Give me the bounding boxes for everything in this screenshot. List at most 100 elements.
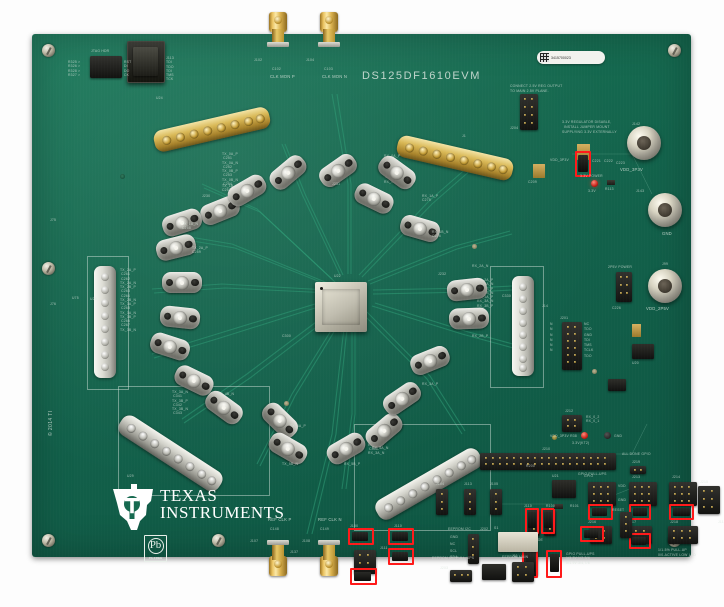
jumper-3v3-reg-disable[interactable] — [578, 155, 588, 172]
sma-clk-mon-p[interactable] — [267, 12, 289, 47]
silk-j105b: J105 — [490, 482, 499, 486]
eeprom-i2c-header[interactable] — [468, 534, 479, 564]
smp-tx-3a[interactable] — [159, 304, 201, 331]
hdr-pin — [604, 463, 607, 466]
i2c-header-1[interactable] — [436, 489, 448, 515]
header-j212[interactable] — [562, 415, 582, 432]
conn-pin — [229, 118, 241, 130]
smp-tx-1b[interactable] — [159, 206, 205, 239]
smp-rx-3b[interactable] — [446, 276, 488, 303]
sma-ref-clk-p[interactable] — [267, 540, 289, 576]
smp-rx-3a[interactable] — [448, 307, 490, 330]
header-right-2p5v[interactable] — [616, 272, 632, 302]
conn-pin — [486, 161, 497, 172]
sma-leg — [323, 544, 335, 560]
gpio-header-bank2[interactable] — [629, 482, 657, 506]
jtag-aux-header[interactable] — [90, 56, 122, 78]
i2c-header-3[interactable] — [490, 489, 502, 515]
hdr-pin — [524, 122, 527, 125]
conn-pin — [101, 273, 109, 281]
silk-c226: C226 — [612, 306, 621, 310]
smp-tx-0a[interactable] — [265, 151, 311, 194]
silk-c222: C222 — [604, 159, 613, 163]
jtag-shroud-header[interactable] — [127, 41, 165, 83]
smp-rx-2b[interactable] — [397, 212, 443, 245]
jumper-pullup-a[interactable] — [528, 512, 536, 528]
silk-3v3-kt2: 3.3V(KT2) — [572, 441, 590, 445]
silk-c300: C300 — [282, 334, 291, 338]
smp-tx-0b[interactable] — [315, 150, 361, 191]
gpio-header-bank1[interactable] — [588, 482, 616, 506]
gpio-header-bank3[interactable] — [669, 482, 697, 506]
smp-hole — [452, 315, 461, 323]
jumper-mode-a[interactable] — [584, 530, 598, 538]
silk-vdd-2p5v: VDD_2P5V — [646, 306, 670, 311]
gpio-header-bank4[interactable] — [698, 486, 720, 514]
silk-reg-note-2: INSTALL JUMPER MOUNT — [564, 125, 610, 129]
evaluation-board-pcb[interactable]: DS125DF1610EVM 3415700023 J102 J104 C102… — [32, 12, 724, 585]
conn-pin — [101, 286, 109, 294]
jumper-gpio-bank3[interactable] — [673, 508, 690, 516]
silk-2p5v-power: 2P5V POWER — [608, 265, 633, 269]
mode-header-c[interactable] — [668, 526, 698, 544]
conn-pin — [519, 319, 527, 327]
conn-pin — [174, 131, 186, 143]
smp-tx-3b[interactable] — [147, 330, 193, 363]
hdr-pin — [574, 326, 577, 329]
hdr-pin — [643, 530, 646, 533]
jumper-i2c-a[interactable] — [352, 532, 368, 541]
smp-rx-4b[interactable] — [379, 378, 425, 419]
hdr-pin — [703, 490, 706, 493]
hdr-pin — [520, 457, 523, 460]
smp-hole — [165, 221, 175, 232]
i2c-header-2[interactable] — [464, 489, 476, 515]
silk-j115: J115 — [718, 520, 724, 524]
header-right-white[interactable] — [512, 276, 534, 376]
banana-jack-vdd-2p5v[interactable] — [648, 269, 682, 303]
hdr-pin — [506, 457, 509, 460]
highlight-mode-b — [629, 533, 651, 549]
smp-tx-mid[interactable] — [224, 171, 270, 210]
silk-gpio-pull-ups: GPIO PULL-UPS 1/3.3V:1/2,3/4 0/1.9V:3/4,… — [566, 552, 595, 565]
eeprom-pullup-header[interactable] — [450, 570, 472, 582]
banana-jack-gnd[interactable] — [648, 193, 682, 227]
jumper-pullup-b[interactable] — [544, 512, 552, 528]
silk-j201-pins-left: N N N N N N — [550, 322, 553, 353]
sma-ref-clk-n[interactable] — [318, 540, 340, 576]
hdr-pin — [688, 486, 691, 489]
highlight-pullup-d — [546, 550, 562, 578]
jumper-i2c-d[interactable] — [354, 572, 371, 581]
eeprom-header-right[interactable] — [512, 562, 534, 582]
edge-connector-u24[interactable] — [152, 105, 272, 154]
conn-pin — [101, 325, 109, 333]
hdr-pin — [513, 457, 516, 460]
jumper-i2c-b[interactable] — [392, 532, 408, 541]
jumper-gpio-bank2[interactable] — [633, 508, 647, 516]
smp-tx-2b[interactable] — [162, 272, 202, 293]
jumper-mode-b[interactable] — [632, 537, 646, 545]
sma-tab — [318, 42, 340, 47]
smp-rx-2a[interactable] — [351, 180, 397, 217]
jumper-gpio-bank1[interactable] — [592, 508, 607, 516]
hdr-pin — [499, 457, 502, 460]
header-all-done[interactable] — [630, 466, 646, 474]
silk-rx-labels-5: RX_3A_P — [422, 382, 439, 386]
expansion-header-j210[interactable] — [480, 453, 616, 470]
hdr-pin — [574, 361, 577, 364]
hdr-pin — [506, 463, 509, 466]
main-ic-u22[interactable] — [315, 282, 367, 332]
smp-rx-4a[interactable] — [407, 343, 453, 378]
banana-jack-vdd-3p3v[interactable] — [627, 126, 661, 160]
jumper-pullup-d[interactable] — [550, 554, 559, 572]
silk-left-edge-b: J76 — [50, 302, 57, 306]
header-left-white[interactable] — [94, 266, 116, 378]
sma-clk-mon-n[interactable] — [318, 12, 340, 47]
smp-tx-2a[interactable] — [154, 232, 198, 263]
jumper-i2c-c[interactable] — [392, 552, 408, 561]
pb-free-label: Pb-FREE — [148, 555, 163, 560]
jtag-header-j201[interactable] — [562, 322, 582, 370]
power-header-j204[interactable] — [520, 94, 538, 130]
reset-header[interactable] — [620, 512, 632, 538]
pb-free-marking: Pb Pb-FREE — [144, 535, 167, 562]
